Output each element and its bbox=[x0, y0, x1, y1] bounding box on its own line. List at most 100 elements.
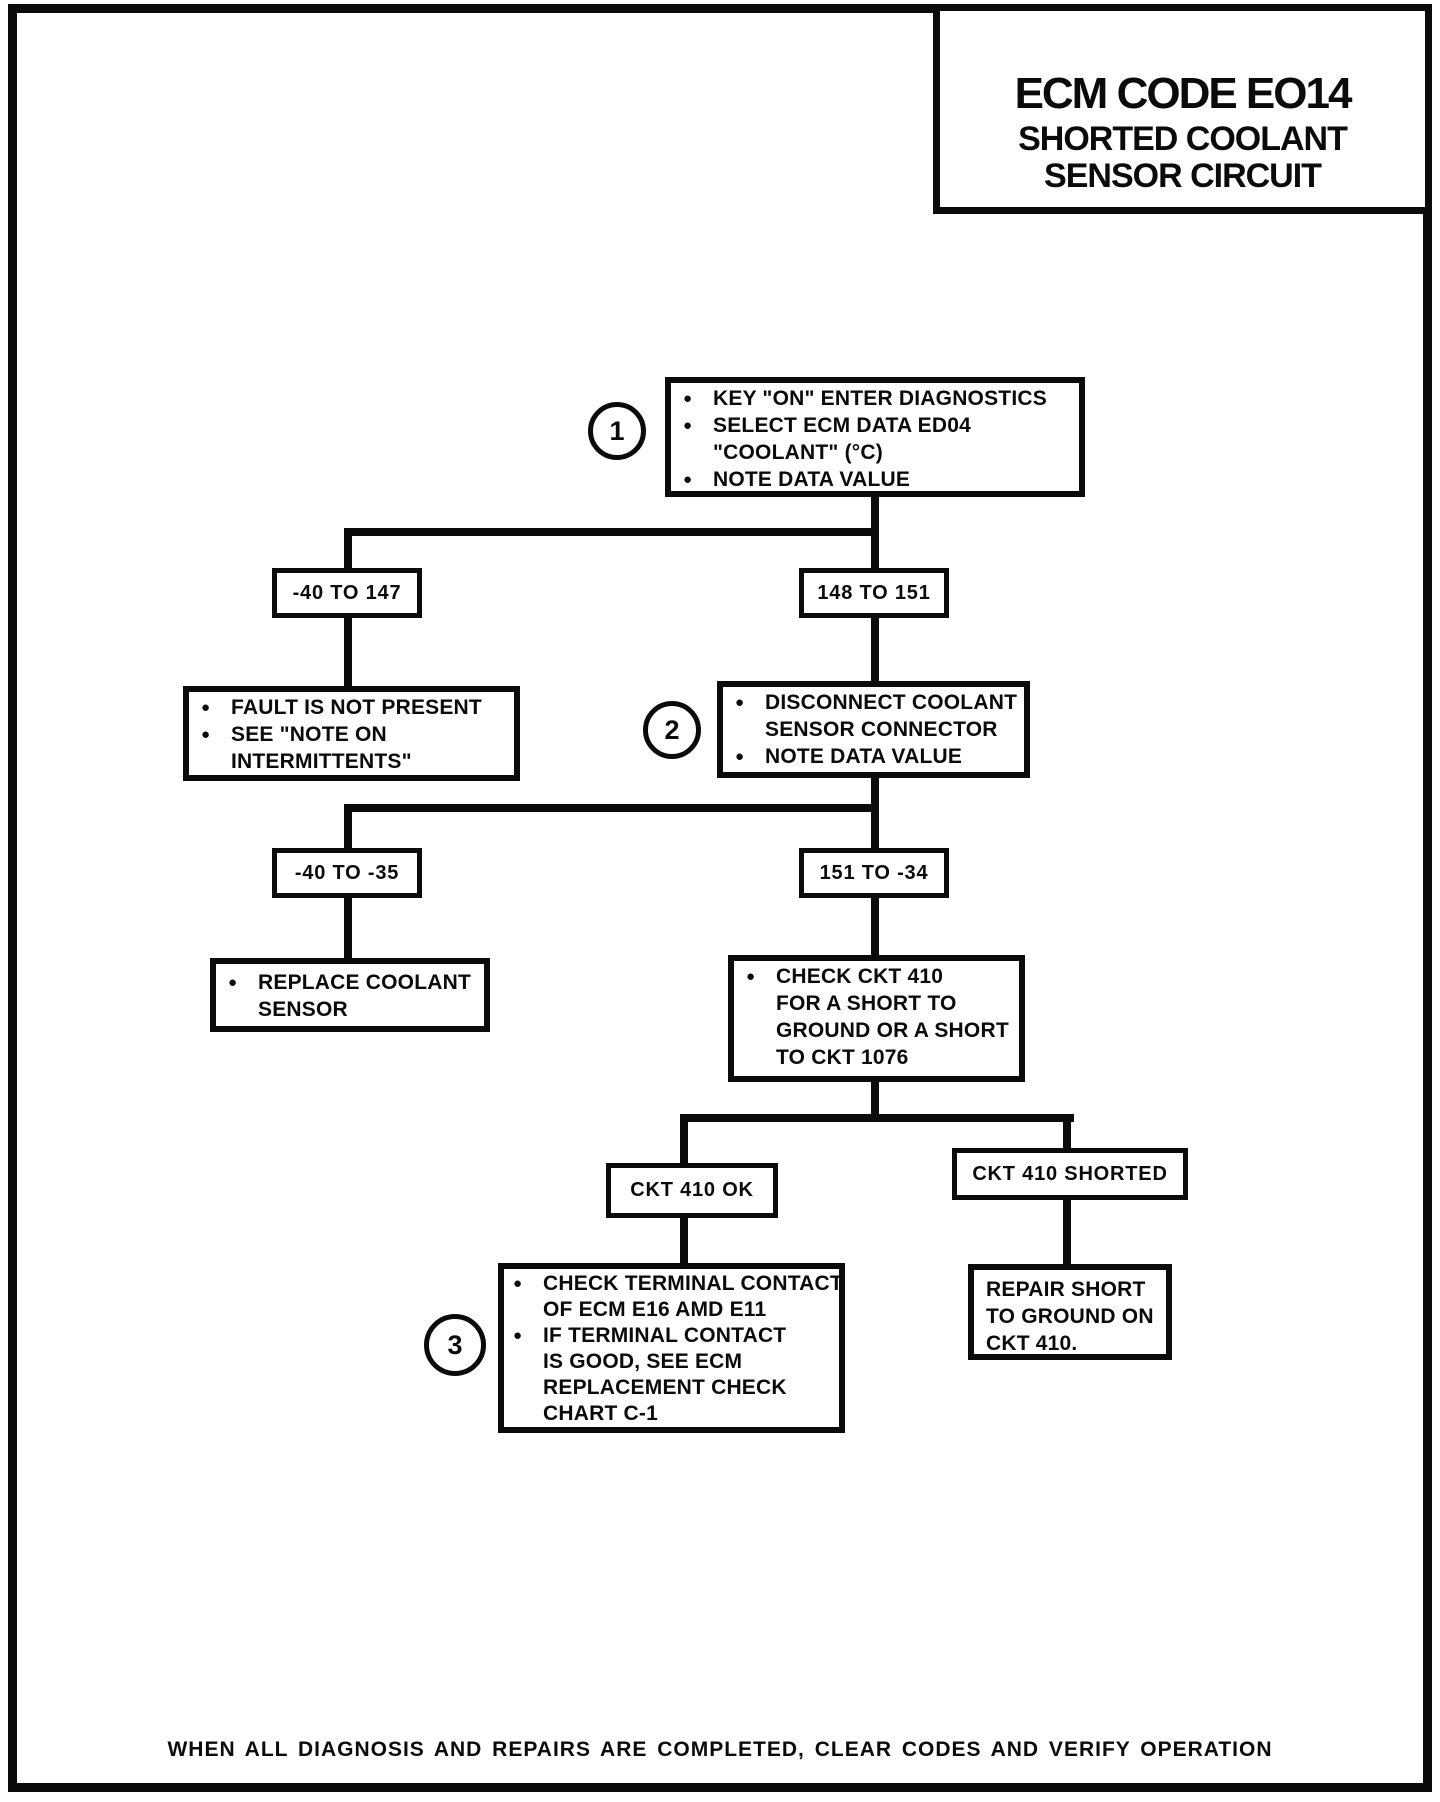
range1-right-box: 148 TO 151 bbox=[799, 568, 949, 618]
check-line-4: TO CKT 1076 bbox=[776, 1046, 909, 1069]
conn-branch3-left-drop bbox=[680, 1114, 688, 1167]
step1-item-2-cont: "COOLANT" (°C) bbox=[683, 439, 1073, 466]
step1-line-3: "COOLANT" (°C) bbox=[713, 441, 883, 464]
step3-item-2: ● IF TERMINAL CONTACT bbox=[513, 1323, 833, 1349]
bullet-spacer bbox=[513, 1401, 543, 1427]
conn-step1-stem bbox=[871, 494, 879, 536]
bullet-icon: ● bbox=[746, 968, 756, 985]
step3-number: 3 bbox=[447, 1329, 463, 1360]
fault-line-3: INTERMITTENTS" bbox=[231, 750, 412, 773]
step1-item-1: ● KEY "ON" ENTER DIAGNOSTICS bbox=[683, 385, 1073, 412]
step3-line-5: REPLACEMENT CHECK bbox=[543, 1376, 787, 1399]
check-item-1-cont: GROUND OR A SHORT bbox=[746, 1017, 1013, 1044]
check-item-1: ● CHECK CKT 410 bbox=[746, 963, 1013, 990]
conn-branch3-right-drop bbox=[1063, 1114, 1071, 1152]
bullet-spacer bbox=[735, 716, 765, 743]
ckt-ok-label: CKT 410 OK bbox=[630, 1179, 754, 1201]
conn-cktshorted-down bbox=[1063, 1196, 1071, 1268]
page-subtitle-1: SHORTED COOLANT bbox=[1018, 120, 1348, 158]
range2-right-label: 151 TO -34 bbox=[819, 861, 929, 884]
conn-branch2-bar bbox=[344, 804, 879, 812]
page-subtitle-2: SENSOR CIRCUIT bbox=[1044, 157, 1322, 195]
bullet-spacer bbox=[228, 996, 258, 1023]
step2-line-3: NOTE DATA VALUE bbox=[765, 745, 963, 768]
conn-range2-right-down bbox=[871, 894, 879, 959]
bullet-spacer bbox=[683, 439, 713, 466]
step3-line-4: IS GOOD, SEE ECM bbox=[543, 1350, 743, 1373]
repair-line-3: CKT 410. bbox=[986, 1332, 1078, 1355]
repair-line-1: REPAIR SHORT bbox=[986, 1278, 1146, 1301]
fault-line-1: FAULT IS NOT PRESENT bbox=[231, 696, 482, 719]
fault-absent-box: ● FAULT IS NOT PRESENT ● SEE "NOTE ON IN… bbox=[183, 686, 520, 781]
step1-box: ● KEY "ON" ENTER DIAGNOSTICS ● SELECT EC… bbox=[665, 377, 1085, 497]
fault-item-2: ● SEE "NOTE ON bbox=[201, 721, 508, 748]
step2-item-1: ● DISCONNECT COOLANT bbox=[735, 689, 1018, 716]
replace-line-1: REPLACE COOLANT bbox=[258, 971, 471, 994]
conn-branch1-bar bbox=[344, 528, 879, 536]
step3-line-3: IF TERMINAL CONTACT bbox=[543, 1324, 787, 1347]
title-box: ECM CODE EO14 SHORTED COOLANT SENSOR CIR… bbox=[933, 4, 1432, 214]
bullet-icon: ● bbox=[201, 699, 211, 716]
step2-box: ● DISCONNECT COOLANT SENSOR CONNECTOR ● … bbox=[717, 681, 1030, 778]
check-item-1-cont: TO CKT 1076 bbox=[746, 1044, 1013, 1071]
step3-box: ● CHECK TERMINAL CONTACT OF ECM E16 AMD … bbox=[498, 1263, 845, 1433]
check-line-1: CHECK CKT 410 bbox=[776, 965, 944, 988]
repair-line-2-row: TO GROUND ON bbox=[986, 1303, 1160, 1330]
step1-circle: 1 bbox=[588, 402, 646, 460]
step3-circle: 3 bbox=[424, 1314, 486, 1376]
bullet-spacer bbox=[513, 1297, 543, 1323]
fault-item-1: ● FAULT IS NOT PRESENT bbox=[201, 694, 508, 721]
bullet-spacer bbox=[746, 990, 776, 1017]
check-item-1-cont: FOR A SHORT TO bbox=[746, 990, 1013, 1017]
conn-step2-stem bbox=[871, 774, 879, 812]
bullet-icon: ● bbox=[735, 748, 745, 765]
step1-number: 1 bbox=[609, 415, 625, 446]
conn-cktok-down bbox=[680, 1216, 688, 1267]
page-title: ECM CODE EO14 bbox=[1014, 69, 1353, 118]
bullet-spacer bbox=[513, 1375, 543, 1401]
step1-line-2: SELECT ECM DATA ED04 bbox=[713, 414, 971, 437]
range2-left-box: -40 TO -35 bbox=[272, 848, 422, 898]
conn-range1-right-down bbox=[871, 614, 879, 685]
step1-item-2: ● SELECT ECM DATA ED04 bbox=[683, 412, 1073, 439]
bullet-icon: ● bbox=[513, 1327, 523, 1344]
ckt-shorted-label: CKT 410 SHORTED bbox=[972, 1162, 1168, 1185]
range1-left-box: -40 TO 147 bbox=[272, 568, 422, 618]
step2-line-1: DISCONNECT COOLANT bbox=[765, 691, 1018, 714]
step3-line-1: CHECK TERMINAL CONTACT bbox=[543, 1272, 843, 1295]
bullet-icon: ● bbox=[228, 974, 238, 991]
step3-item-1: ● CHECK TERMINAL CONTACT bbox=[513, 1271, 843, 1297]
step2-item-1-cont: SENSOR CONNECTOR bbox=[735, 716, 1018, 743]
conn-branch1-right-drop bbox=[871, 528, 879, 573]
step3-item-2-cont: IS GOOD, SEE ECM bbox=[513, 1349, 833, 1375]
page-frame bbox=[8, 4, 1432, 1792]
fault-line-2: SEE "NOTE ON bbox=[231, 723, 387, 746]
replace-sensor-box: ● REPLACE COOLANT SENSOR bbox=[210, 958, 490, 1032]
ckt-shorted-box: CKT 410 SHORTED bbox=[952, 1148, 1188, 1200]
step2-number: 2 bbox=[664, 714, 680, 745]
step3-line-6: CHART C-1 bbox=[543, 1402, 658, 1425]
check-line-3: GROUND OR A SHORT bbox=[776, 1019, 1009, 1042]
repair-line-1-row: REPAIR SHORT bbox=[986, 1276, 1160, 1303]
conn-branch3-bar bbox=[680, 1114, 1074, 1122]
replace-item-1: ● REPLACE COOLANT bbox=[228, 969, 478, 996]
step1-line-4: NOTE DATA VALUE bbox=[713, 468, 911, 491]
range1-left-label: -40 TO 147 bbox=[292, 581, 402, 604]
ckt-ok-box: CKT 410 OK bbox=[606, 1163, 778, 1218]
conn-branch2-left-drop bbox=[344, 804, 352, 852]
replace-item-1-cont: SENSOR bbox=[228, 996, 478, 1023]
step3-item-1-cont: OF ECM E16 AMD E11 bbox=[513, 1297, 833, 1323]
conn-range1-left-down bbox=[344, 614, 352, 690]
bullet-spacer bbox=[746, 1044, 776, 1071]
conn-branch2-right-drop bbox=[871, 804, 879, 852]
replace-line-2: SENSOR bbox=[258, 998, 348, 1021]
repair-line-2: TO GROUND ON bbox=[986, 1305, 1154, 1328]
step3-line-2: OF ECM E16 AMD E11 bbox=[543, 1298, 767, 1321]
range2-left-label: -40 TO -35 bbox=[294, 861, 400, 884]
bullet-spacer bbox=[201, 748, 231, 775]
step3-item-2-cont: CHART C-1 bbox=[513, 1401, 833, 1427]
range2-right-box: 151 TO -34 bbox=[799, 848, 949, 898]
bullet-icon: ● bbox=[683, 471, 693, 488]
repair-line-3-row: CKT 410. bbox=[986, 1330, 1160, 1357]
bullet-icon: ● bbox=[201, 726, 211, 743]
